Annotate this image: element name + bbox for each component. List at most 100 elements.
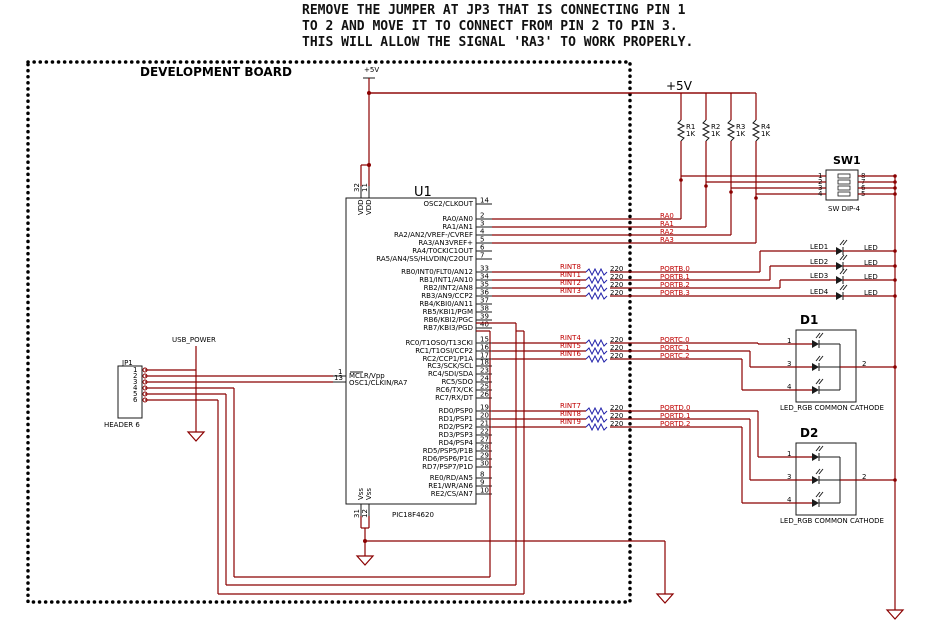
sw1-toggle (837, 179, 851, 185)
u1-pin-label: RA5/AN4/SS/HLVDIN/C2OUT (376, 255, 473, 263)
series-resistor (585, 414, 608, 424)
series-resistor (585, 291, 608, 301)
u1-pin-label: RD0/PSP0 (439, 407, 473, 415)
u1-pin-num: 27 (480, 436, 489, 444)
plus5v-top-label: +5V (666, 79, 693, 93)
portb-net-label: PORTB.2 (660, 281, 690, 289)
u1-pin-num: 19 (480, 404, 489, 412)
u1-pin-num: 30 (480, 460, 489, 468)
note-line-1: REMOVE THE JUMPER AT JP3 THAT IS CONNECT… (302, 3, 686, 18)
pullup-resistor (726, 119, 736, 142)
rgb-led-body (795, 442, 857, 516)
dev-board-outline (26, 60, 632, 604)
u1-pin-num: 17 (480, 352, 489, 360)
jp1-body (117, 365, 143, 419)
u1-pin-num: 2 (480, 212, 484, 220)
u1-pin-num: 5 (480, 236, 484, 244)
usb-power-label: USB_POWER (172, 336, 216, 344)
u1-pin-label: RC5/SDO (441, 378, 473, 386)
u1-pin-num: 10 (480, 487, 489, 495)
u1-pin-num: 15 (480, 336, 489, 344)
pullup-ref: R4 (761, 123, 771, 131)
pullup-ref: R2 (711, 123, 720, 131)
u1-pin-label: RC2/CCP1/P1A (423, 355, 474, 363)
series-resistor (585, 346, 608, 356)
jp1-pin-num: 1 (133, 366, 137, 374)
ra-net-label: RA3 (660, 236, 674, 244)
rint-label: RINT6 (560, 350, 581, 358)
u1-pin-label: RD5/PSP5/P1B (423, 447, 473, 455)
rint-label: RINT9 (560, 418, 581, 426)
jp1-pin-num: 3 (133, 378, 137, 386)
portb-net-label: PORTB.3 (660, 289, 690, 297)
jp1-pin-num: 6 (133, 396, 138, 404)
portb-net-label: PORTB.0 (660, 265, 690, 273)
u1-vdd-label-1: VDD (357, 199, 365, 215)
series-resistor (585, 267, 608, 277)
u1-pin-label: RA0/AN0 (442, 215, 473, 223)
led-ref: LED1 (810, 243, 828, 251)
d2-ref: D2 (800, 426, 818, 440)
resistor-value: 220 (610, 404, 623, 412)
u1-pin-num: 7 (480, 252, 484, 260)
rgb-led-icon (812, 378, 824, 394)
sw1-left-pin: 4 (818, 190, 823, 198)
ground-symbol-right (655, 593, 675, 604)
led-ref: LED3 (810, 272, 828, 280)
u1-ref: U1 (414, 185, 432, 200)
rgb-common-pin: 2 (862, 360, 866, 368)
u1-pin-num: 40 (480, 321, 489, 329)
u1-left-pin-label-13: OSC1/CLKIN/RA7 (349, 379, 408, 387)
u1-pin-num: 3 (480, 220, 484, 228)
led-icon (836, 284, 848, 300)
u1-pin-num: 38 (480, 305, 489, 313)
series-resistor (585, 283, 608, 293)
rint-label: RINT7 (560, 402, 581, 410)
ground-symbol-bus (885, 609, 905, 620)
u1-pin-label: RB5/KBI1/PGM (423, 308, 473, 316)
ground-symbol-jp1 (186, 431, 206, 442)
u1-part: PIC18F4620 (392, 511, 434, 519)
led-label: LED (864, 244, 878, 252)
portc-net-label: PORTC.1 (660, 344, 690, 352)
series-resistor (585, 354, 608, 364)
u1-pin-label: RB3/AN9/CCP2 (421, 292, 473, 300)
u1-pin-num: 18 (480, 359, 489, 367)
ground-symbol-u1 (355, 555, 375, 566)
plus5v-u1-label: +5V (364, 66, 379, 74)
u1-pin-label: RD7/PSP7/P1D (422, 463, 473, 471)
ra-net-label: RA0 (660, 212, 674, 220)
sw1-toggle (837, 185, 851, 191)
rgb-led-body (795, 329, 857, 403)
u1-pin-num: 24 (480, 375, 489, 383)
rgb-part: LED_RGB COMMON CATHODE (780, 517, 884, 525)
u1-pin-num: 28 (480, 444, 489, 452)
rint-label: RINT2 (560, 279, 581, 287)
pullup-ref: R3 (736, 123, 745, 131)
sw1-left-pin: 2 (818, 178, 822, 186)
rint-label: RINT4 (560, 334, 581, 342)
u1-vss-label-1: Vss (357, 488, 365, 500)
sw1-part: SW DIP-4 (828, 205, 861, 213)
note-line-2: TO 2 AND MOVE IT TO CONNECT FROM PIN 2 T… (302, 19, 678, 34)
ra-net-label: RA2 (660, 228, 674, 236)
jp1-part: HEADER 6 (104, 421, 140, 429)
u1-pin-num: 16 (480, 344, 489, 352)
u1-pin-label: RE0/RD/AN5 (430, 474, 473, 482)
sw1-toggle (837, 173, 851, 179)
u1-pin-label: RD6/PSP6/P1C (423, 455, 473, 463)
u1-pin-num: 6 (480, 244, 485, 252)
pullup-resistor (701, 119, 711, 142)
rgb-pin-num: 1 (787, 337, 791, 345)
rint-label: RINT3 (560, 287, 581, 295)
resistor-value: 220 (610, 412, 623, 420)
portd-net-label: PORTD.0 (660, 404, 690, 412)
led-ref: LED2 (810, 258, 828, 266)
sw1-toggle (837, 191, 851, 197)
resistor-value: 220 (610, 336, 623, 344)
u1-pin-label: RB2/INT2/AN8 (424, 284, 473, 292)
series-resistor (585, 338, 608, 348)
